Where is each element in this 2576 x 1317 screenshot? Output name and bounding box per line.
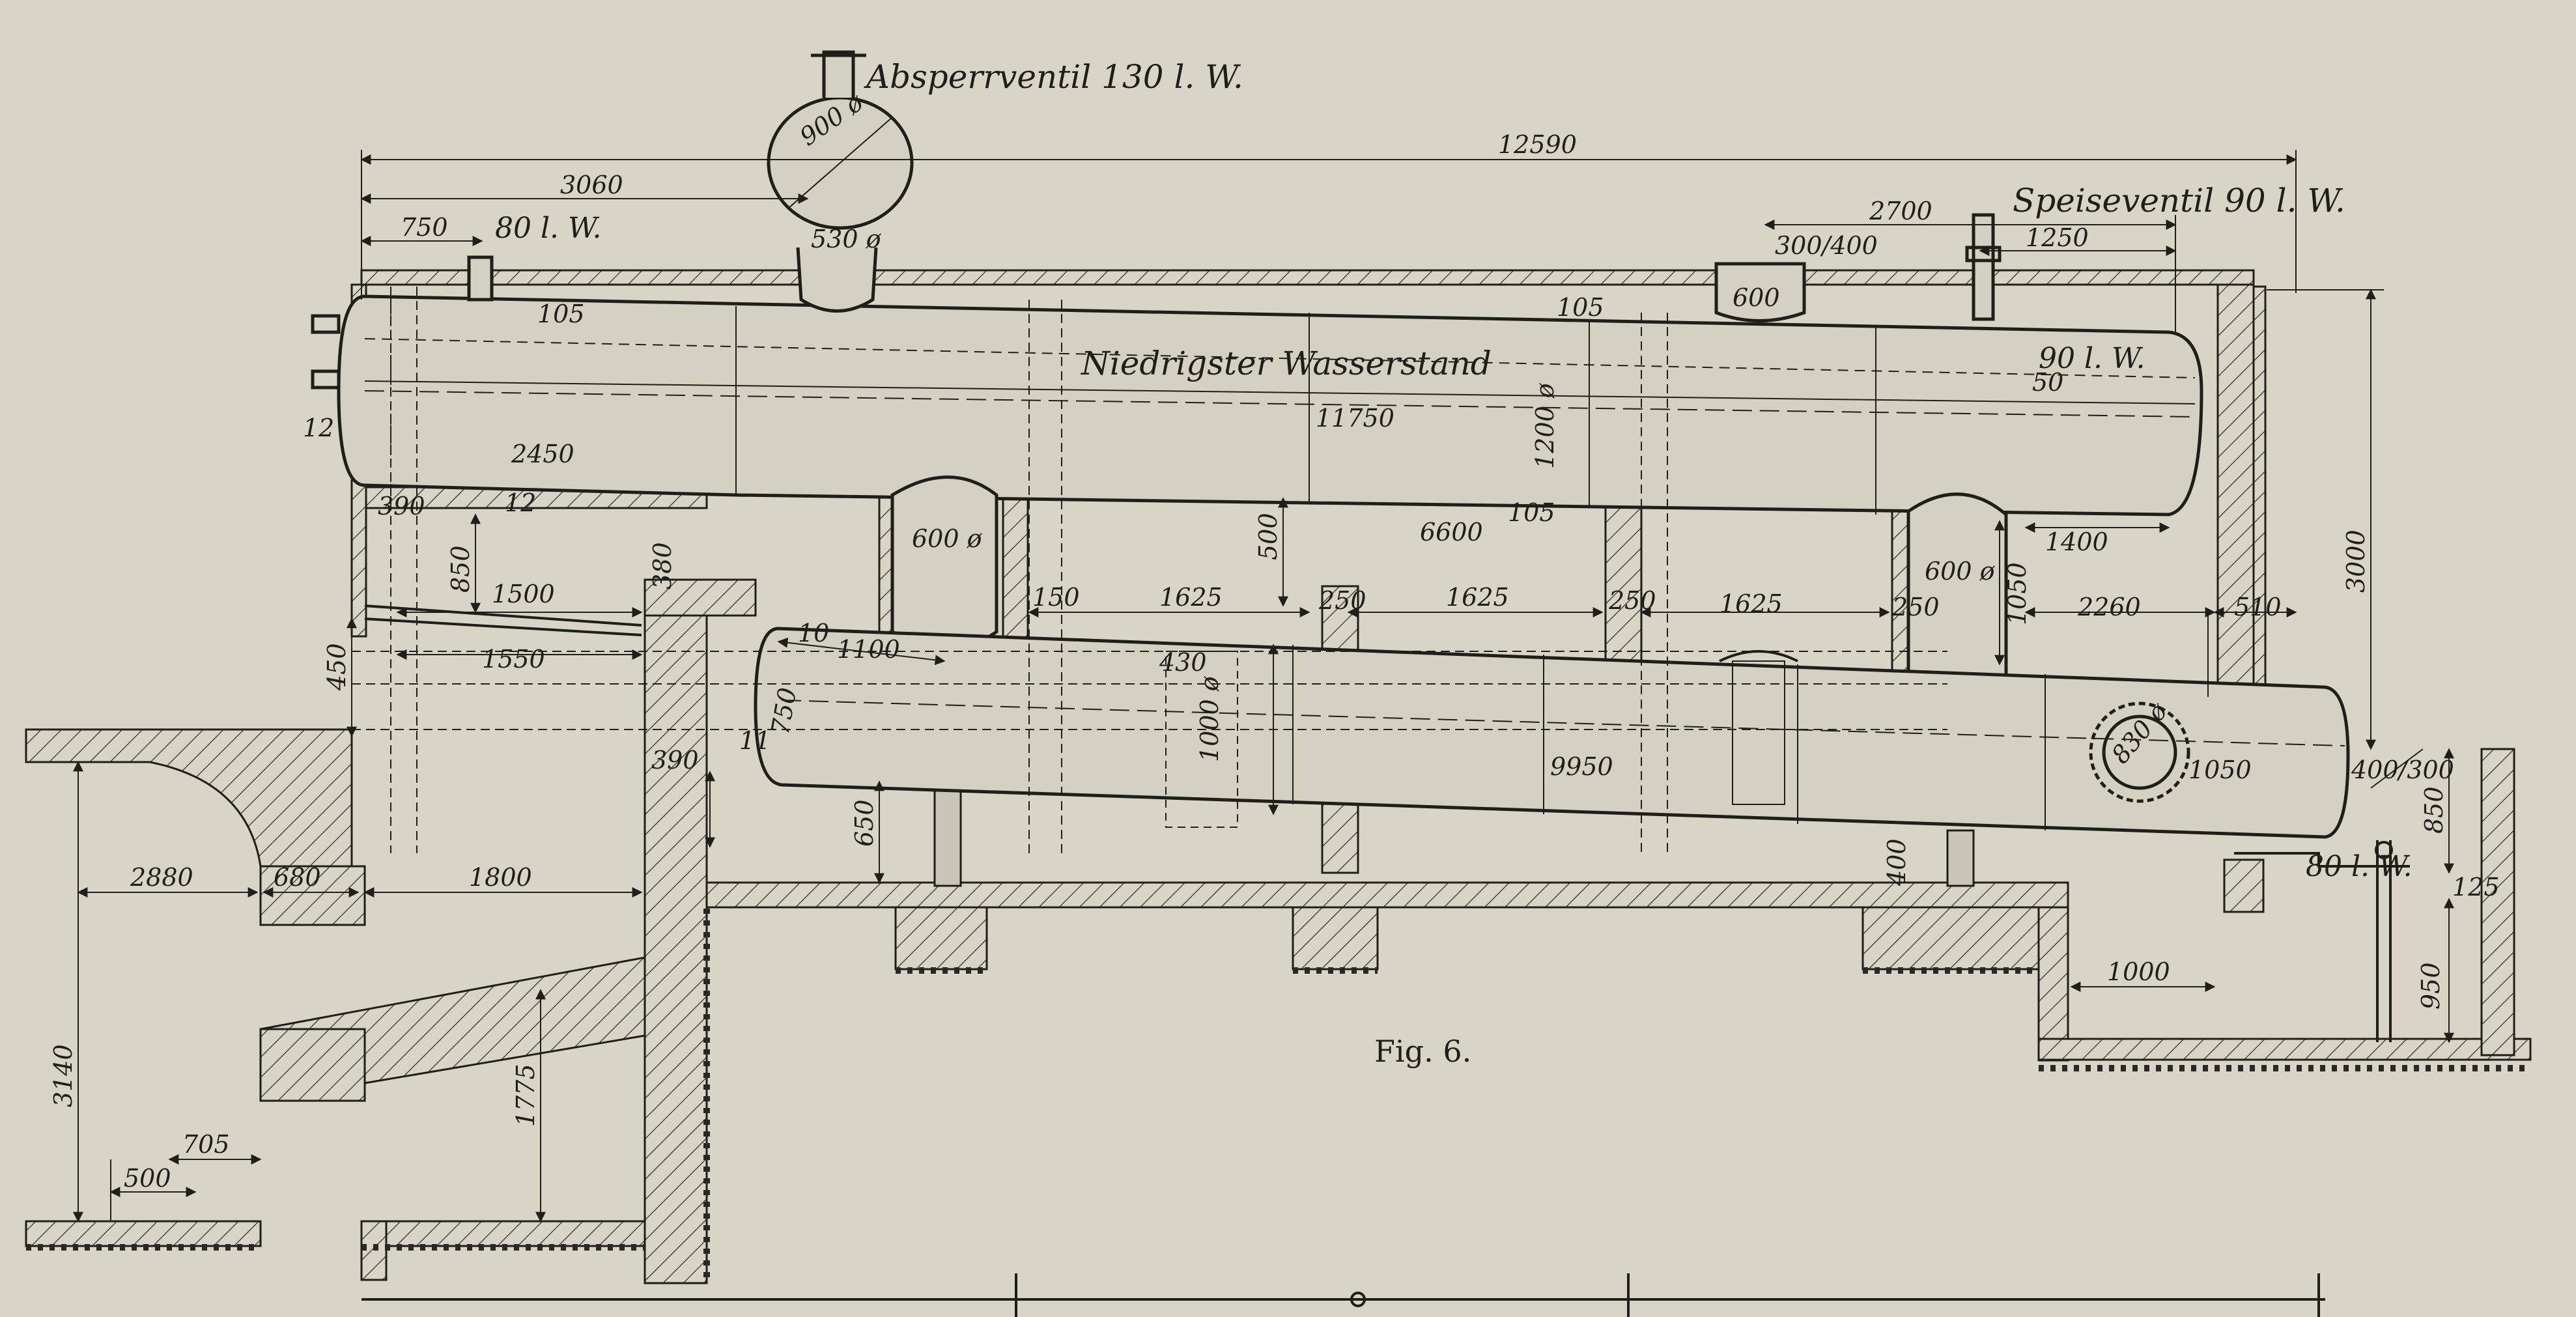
dim-600a: 600: [1733, 283, 1780, 312]
label-feed-valve: Speiseventil 90 l. W.: [2013, 182, 2345, 220]
dim-2700: 2700: [1869, 197, 1932, 225]
dim-105a: 105: [537, 300, 585, 328]
dim-500: 500: [1254, 513, 1282, 560]
dim-150: 150: [1032, 583, 1080, 612]
dim-750: 750: [401, 213, 448, 242]
dim-510: 510: [2234, 593, 2282, 621]
dim-12: 12: [303, 414, 334, 442]
dim-12590: 12590: [1498, 130, 1577, 159]
dimension-lines: [73, 117, 2454, 1223]
dim-11750: 11750: [1316, 404, 1394, 432]
dim-430: 430: [1159, 648, 1207, 677]
dim-450: 450: [322, 643, 351, 691]
dim-380: 380: [648, 542, 677, 589]
dim-500b: 500: [124, 1164, 171, 1193]
dim-250a: 250: [1318, 586, 1366, 615]
dim-1775: 1775: [511, 1064, 540, 1127]
figure-caption: Fig. 6.: [1374, 1034, 1471, 1069]
dim-1050a: 1050: [2003, 562, 2031, 625]
dim-600b: 600 ø: [912, 524, 983, 553]
dim-105c: 105: [1508, 498, 1555, 527]
dim-11: 11: [739, 726, 771, 755]
label-shutoff-valve: Absperrventil 130 l. W.: [864, 58, 1243, 96]
drain-pipe: [2234, 840, 2410, 1042]
dim-850a: 850: [446, 545, 475, 593]
dim-650: 650: [850, 799, 879, 847]
label-lowest-water: Niedrigster Wasserstand: [1081, 345, 1492, 382]
dim-250c: 250: [1891, 593, 1940, 621]
dim-250b: 250: [1608, 586, 1656, 615]
dim-1250: 1250: [2026, 223, 2089, 252]
label-nw90: 90 l. W.: [2039, 342, 2145, 375]
label-nw80: 80 l. W.: [495, 212, 602, 245]
dim-680: 680: [274, 863, 321, 892]
dim-125: 125: [2452, 873, 2500, 901]
ground-hatching: [26, 909, 2530, 1283]
dim-1625a: 1625: [1159, 583, 1223, 612]
dim-400: 400: [1882, 838, 1911, 886]
dim-705: 705: [182, 1130, 230, 1159]
dim-300-400: 300/400: [1775, 231, 1878, 260]
dim-1000: 1000 ø: [1195, 675, 1224, 762]
dim-390a: 390: [378, 492, 425, 520]
dim-6600: 6600: [1420, 518, 1483, 546]
dim-2450: 2450: [511, 440, 574, 468]
dim-2260: 2260: [2077, 593, 2141, 621]
dimension-texts: 12590 3060 750 2700 1250 900 ø 530 ø 300…: [49, 87, 2500, 1193]
dim-1625b: 1625: [1446, 583, 1509, 612]
dim-1400: 1400: [2045, 528, 2108, 556]
dim-1200: 1200 ø: [1531, 382, 1559, 469]
dim-390b: 390: [651, 746, 699, 774]
dim-530: 530 ø: [811, 225, 882, 253]
dim-12b: 12: [505, 489, 536, 517]
dim-1050b: 1050: [2188, 756, 2252, 784]
dim-850b: 850: [2420, 786, 2448, 834]
bottom-rail: [361, 1273, 2325, 1317]
dim-600c: 600 ø: [1925, 557, 1996, 586]
dim-1500: 1500: [492, 580, 555, 608]
dim-1625c: 1625: [1720, 589, 1783, 618]
dim-1100: 1100: [837, 635, 900, 664]
connecting-necks: [890, 475, 2008, 696]
dim-105b: 105: [1557, 293, 1604, 322]
dim-950: 950: [2416, 962, 2445, 1010]
dim-400-300: 400/300: [2351, 756, 2454, 784]
dim-1000b: 1000: [2107, 957, 2170, 986]
dim-3000: 3000: [2342, 530, 2370, 593]
dim-1800: 1800: [469, 863, 532, 892]
dim-3140: 3140: [49, 1044, 78, 1107]
dim-2880: 2880: [130, 863, 193, 892]
dim-9950: 9950: [1550, 752, 1613, 781]
labels: Absperrventil 130 l. W. Speiseventil 90 …: [495, 58, 2413, 1069]
label-nw80b: 80 l. W.: [2306, 850, 2413, 883]
dim-3060: 3060: [560, 171, 623, 199]
lower-drum: [754, 627, 2350, 839]
grate: [364, 604, 642, 636]
dim-1550: 1550: [482, 645, 545, 673]
dim-10: 10: [798, 619, 829, 647]
dim-50: 50: [2032, 368, 2063, 397]
